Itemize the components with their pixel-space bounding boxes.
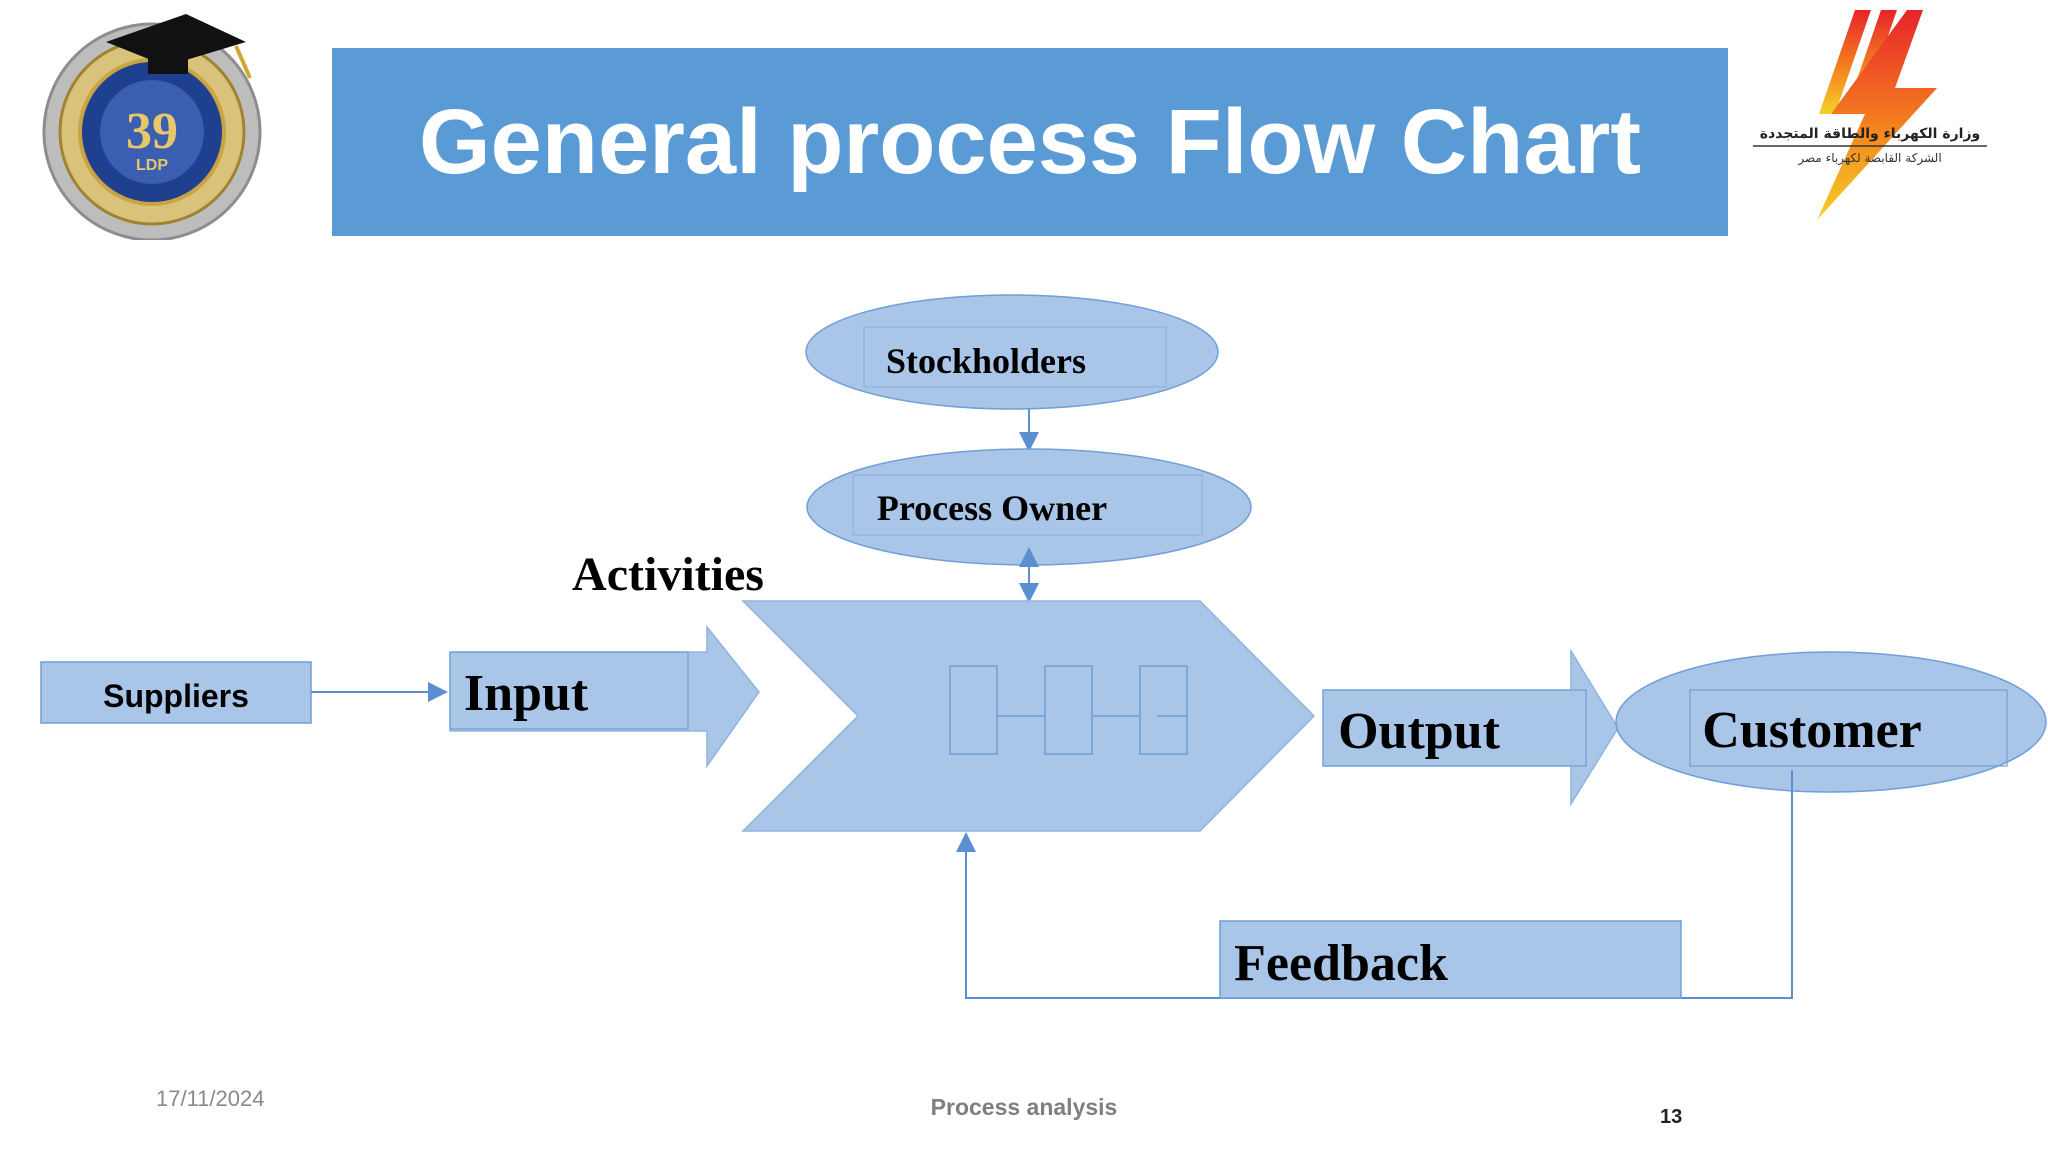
bolt-icon [1819,10,1871,114]
ldp-emblem-logo: 39 LDP [42,14,262,240]
slide-title: General process Flow Chart [419,90,1641,193]
input-label-box [449,651,689,730]
graduation-cap-icon [106,14,246,66]
emblem-sub: LDP [136,157,168,174]
process-owner-label-box [852,474,1203,536]
customer-ellipse [1615,651,2047,793]
footer-title: Process analysis [930,1094,1118,1120]
stockholders-label: Stockholders [886,341,1086,381]
customer-label-box [1689,689,2008,767]
output-label: Output [1338,703,1501,760]
stockholders-label-box [863,326,1167,388]
footer-date: 17/11/2024 [156,1086,265,1111]
output-label-box [1322,689,1587,767]
input-label: Input [464,665,589,722]
activities-label: Activities [572,548,764,601]
activity-step-box [1139,665,1188,755]
emblem-number: 39 [126,103,178,160]
activity-step-box [1044,665,1093,755]
process-owner-label: Process Owner [877,488,1107,528]
title-bar: General process Flow Chart [332,48,1728,236]
page-number: 13 [1660,1106,1683,1128]
input-arrow [449,624,760,769]
stockholders-ellipse [805,294,1219,410]
suppliers-box [40,661,312,724]
ministry-logo: وزارة الكهرباء والطاقة المتجددة الشركة ا… [1753,10,1987,220]
logo-line-1: وزارة الكهرباء والطاقة المتجددة [1760,126,1980,142]
customer-label: Customer [1702,702,1922,759]
feedback-box [1219,920,1682,999]
feedback-label: Feedback [1234,935,1448,992]
logo-line-2: الشركة القابضة لكهرباء مصر [1797,151,1941,166]
suppliers-label: Suppliers [103,678,249,714]
activity-step-box [949,665,998,755]
